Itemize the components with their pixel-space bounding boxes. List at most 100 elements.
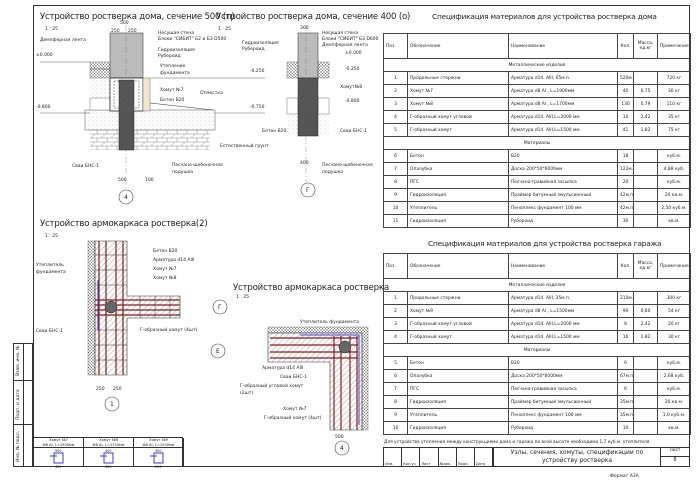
svg-text:Сваи БНС-1: Сваи БНС-1 [72, 163, 99, 169]
svg-text:1 : 25: 1 : 25 [236, 294, 249, 300]
table-cell [633, 71, 658, 85]
svg-text:Бетон В20: Бетон В20 [153, 248, 178, 254]
svg-text:Хомут №7: Хомут №7 [283, 406, 307, 412]
table-cell [633, 175, 658, 189]
section-500-drawing: 1 : 25 ±0.000 -0.800 -0.250 -0.750 Демпф… [36, 20, 269, 205]
table-cell: 14 [617, 110, 634, 124]
table-cell: 5 [383, 123, 408, 137]
svg-text:-0.800: -0.800 [345, 98, 360, 104]
svg-text:Несущая стена: Несущая стена [158, 30, 194, 36]
svg-text:Гидроизоляция: Гидроизоляция [242, 40, 279, 46]
table-cell [633, 369, 658, 383]
table-cell: Г-образный хомут угловой [407, 317, 509, 331]
svg-text:Г: Г [306, 187, 310, 194]
table-cell: Арматура d14. AIII, 35м.п. [508, 291, 618, 305]
drawing-title: Узлы, сечения, хомуты, спецификации по у… [493, 448, 661, 466]
table-cell: Опалубка [407, 369, 509, 383]
table-cell: 0,79 [633, 97, 658, 111]
svg-text:Демпферная лента: Демпферная лента [40, 37, 86, 43]
svg-text:-0.250: -0.250 [345, 66, 360, 72]
group-header: Металлические изделия [383, 58, 691, 72]
svg-text:Хомут №7: Хомут №7 [153, 266, 177, 272]
table-cell: Арматура d14. AIII,L=1500 мм [508, 123, 618, 137]
note: Для устройства утепления между конструкц… [384, 440, 651, 445]
table-cell: Гидроизоляция [407, 188, 509, 202]
section-500-title: Устройство ростверка дома, сечение 500 (… [40, 12, 235, 22]
table-cell: куб.м. [657, 356, 691, 370]
table-cell: 2,42 [633, 110, 658, 124]
svg-text:подушка: подушка [322, 170, 343, 175]
table-cell: 1 [383, 71, 408, 85]
table-cell: Арматура d14. AIII,L=2000 мм [508, 317, 618, 331]
table-cell [633, 201, 658, 215]
table-cell: 42м.п. [617, 201, 634, 215]
table-cell: 30 кг [657, 330, 691, 344]
table-cell: 24 кв.м. [657, 188, 691, 202]
column-header: Обозначение [407, 253, 509, 279]
table-cell: 41 [617, 123, 634, 137]
svg-text:Песчано-щебеночная: Песчано-щебеночная [322, 162, 373, 168]
svg-text:Арматура d14 AIII: Арматура d14 AIII [262, 365, 304, 371]
table-cell: ПГС [407, 175, 509, 189]
table-cell: 90 [617, 304, 634, 318]
house-spec-title: Спецификация материалов для устройства р… [432, 12, 657, 21]
table-cell: Арматура d14. AIII, 65м.п. [508, 71, 618, 85]
table-cell: 6 [617, 356, 634, 370]
section-400-title: Устройство ростверка дома, сечение 400 (… [216, 12, 411, 22]
table-cell: куб.м. [657, 175, 691, 189]
table-cell: 0,60 [633, 304, 658, 318]
table-cell: 130 [617, 97, 634, 111]
group-header: Материалы [383, 136, 691, 150]
table-cell: 35м.п. [617, 408, 634, 422]
table-cell: Праймер битумный эмульсионный [508, 188, 618, 202]
svg-text:250: 250 [96, 386, 105, 392]
arm-l-drawing: 1 : 25 Утеплитель фундамента Арматура d1… [210, 294, 369, 456]
scale-label: 1 : 25 [45, 26, 58, 32]
table-cell: Рубероид [508, 421, 618, 435]
section-marker-g2 [212, 299, 228, 315]
title-block-column: Подп. [457, 448, 475, 466]
svg-text:Хомут№8: Хомут№8 [340, 84, 362, 90]
svg-text:±0.000: ±0.000 [36, 52, 53, 58]
table-cell: 122м.п. [617, 162, 634, 176]
table-cell: Г-образный хомут угловой [407, 110, 509, 124]
table-cell: 35м.п. [617, 395, 634, 409]
svg-text:4: 4 [340, 445, 344, 452]
column-header: Обозначение [407, 33, 509, 59]
table-cell: Арматура d8 AI , L=1700мм [508, 97, 618, 111]
table-cell [633, 382, 658, 396]
svg-text:Хомут №8: Хомут №8 [153, 275, 177, 281]
table-cell: ПГС [407, 382, 509, 396]
svg-text:Отмостка: Отмостка [200, 90, 223, 96]
format-label: Формат А3А [610, 474, 639, 479]
svg-text:Песчано-щебеночная: Песчано-щебеночная [172, 162, 223, 168]
table-cell: Утеплитель [407, 201, 509, 215]
table-cell: 20 кг [657, 317, 691, 331]
pile-circle [104, 300, 118, 314]
table-cell: 110 кг [657, 97, 691, 111]
svg-text:1 : 25: 1 : 25 [45, 233, 58, 239]
svg-text:Рубероид: Рубероид [158, 53, 181, 59]
svg-text:Утеплитель фундамента: Утеплитель фундамента [300, 319, 359, 325]
svg-text:Демпферная лента: Демпферная лента [322, 42, 368, 48]
table-cell: 7 [383, 162, 408, 176]
table-cell: 3 [383, 317, 408, 331]
section-marker-4b [334, 440, 350, 456]
column-header: Наименование [508, 253, 618, 279]
arm-t-title: Устройство армокаркаса ростверка(2) [40, 219, 208, 229]
table-cell: 20 [617, 175, 634, 189]
table-cell: Арматура d14. AIII,L=2000 мм [508, 110, 618, 124]
svg-text:подушка: подушка [172, 170, 193, 175]
